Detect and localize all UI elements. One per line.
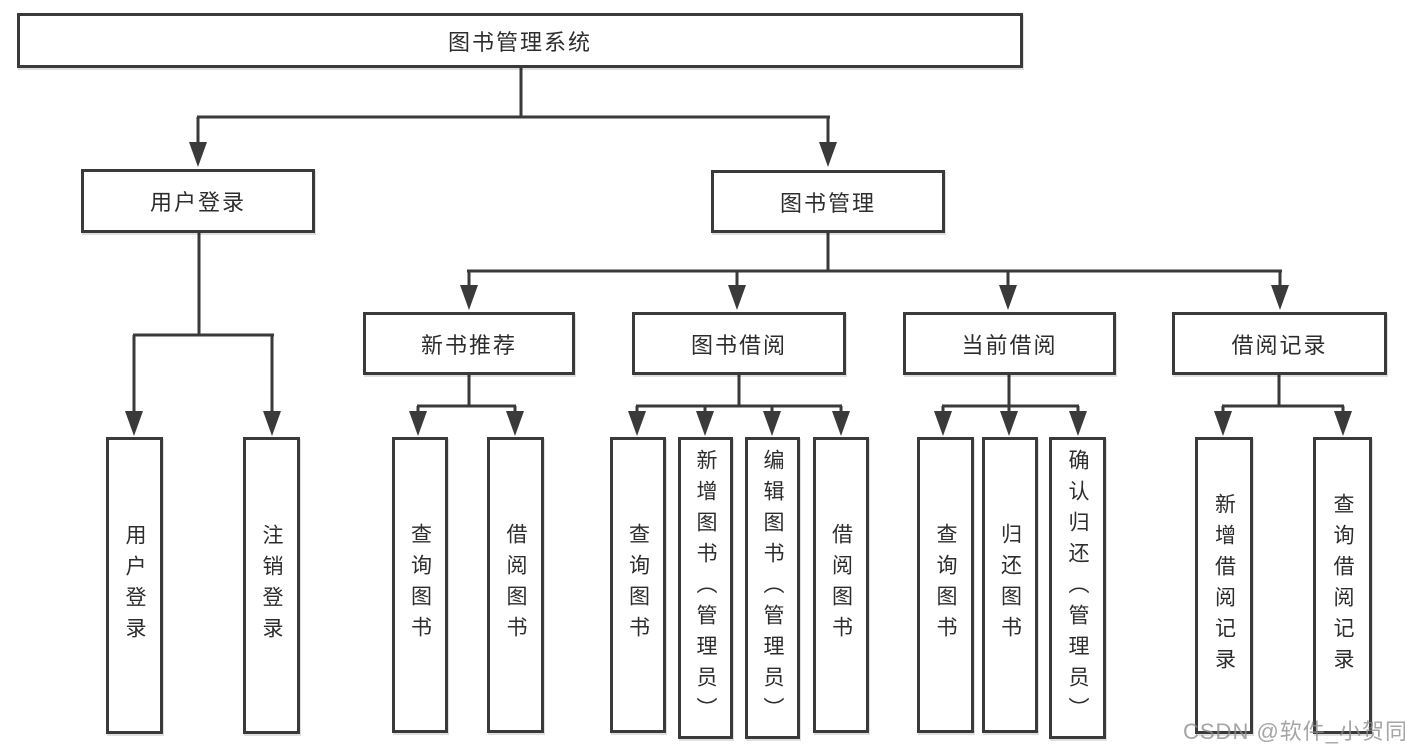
- node-new-book-recommend: 新书推荐: [363, 312, 575, 375]
- leaf-records-add-record: 新增借阅记录: [1195, 437, 1253, 734]
- leaf-logout: 注销登录: [243, 437, 300, 734]
- leaf-current-confirm-return-admin-label: 确认归还（管理员）: [1066, 448, 1089, 728]
- leaf-current-return-books-label: 归还图书: [998, 523, 1022, 647]
- node-book-borrow: 图书借阅: [632, 312, 846, 375]
- leaf-borrow-add-books-admin: 新增图书（管理员）: [678, 437, 733, 739]
- leaf-borrow-borrow-books-label: 借阅图书: [829, 523, 853, 647]
- leaf-records-add-record-label: 新增借阅记录: [1212, 492, 1236, 679]
- leaf-borrow-add-books-admin-label: 新增图书（管理员）: [694, 448, 717, 728]
- leaf-borrow-borrow-books: 借阅图书: [813, 437, 869, 733]
- node-borrow-records-label: 借阅记录: [1231, 332, 1328, 358]
- node-new-book-recommend-label: 新书推荐: [420, 332, 517, 358]
- leaf-borrow-query-books: 查询图书: [610, 437, 666, 733]
- leaf-current-confirm-return-admin: 确认归还（管理员）: [1049, 437, 1106, 739]
- leaf-borrow-edit-books-admin: 编辑图书（管理员）: [745, 437, 800, 739]
- node-user-login-branch: 用户登录: [81, 169, 315, 233]
- node-book-management-label: 图书管理: [779, 190, 876, 216]
- leaf-recommend-borrow-books: 借阅图书: [487, 437, 544, 733]
- leaf-user-login: 用户登录: [106, 437, 163, 734]
- leaf-current-query-books: 查询图书: [917, 437, 974, 733]
- node-root: 图书管理系统: [17, 13, 1023, 68]
- leaf-records-query-record: 查询借阅记录: [1313, 437, 1372, 734]
- leaf-borrow-edit-books-admin-label: 编辑图书（管理员）: [761, 448, 784, 728]
- leaf-recommend-query-books: 查询图书: [392, 437, 448, 733]
- node-user-login-branch-label: 用户登录: [149, 190, 246, 215]
- node-book-borrow-label: 图书借阅: [690, 332, 787, 358]
- leaf-current-return-books: 归还图书: [982, 437, 1038, 733]
- leaf-current-query-books-label: 查询图书: [934, 523, 957, 647]
- leaf-recommend-query-books-label: 查询图书: [408, 523, 432, 647]
- leaf-records-query-record-label: 查询借阅记录: [1331, 492, 1354, 679]
- leaf-logout-label: 注销登录: [260, 523, 283, 648]
- node-current-borrow: 当前借阅: [903, 312, 1116, 375]
- watermark: CSDN @软件_小贺同学: [1183, 719, 1405, 744]
- node-book-management: 图书管理: [711, 170, 945, 233]
- leaf-recommend-borrow-books-label: 借阅图书: [504, 523, 527, 647]
- node-borrow-records: 借阅记录: [1172, 312, 1387, 375]
- node-root-label: 图书管理系统: [447, 29, 592, 55]
- leaf-borrow-query-books-label: 查询图书: [626, 523, 650, 647]
- node-current-borrow-label: 当前借阅: [961, 332, 1058, 358]
- leaf-user-login-label: 用户登录: [123, 523, 146, 648]
